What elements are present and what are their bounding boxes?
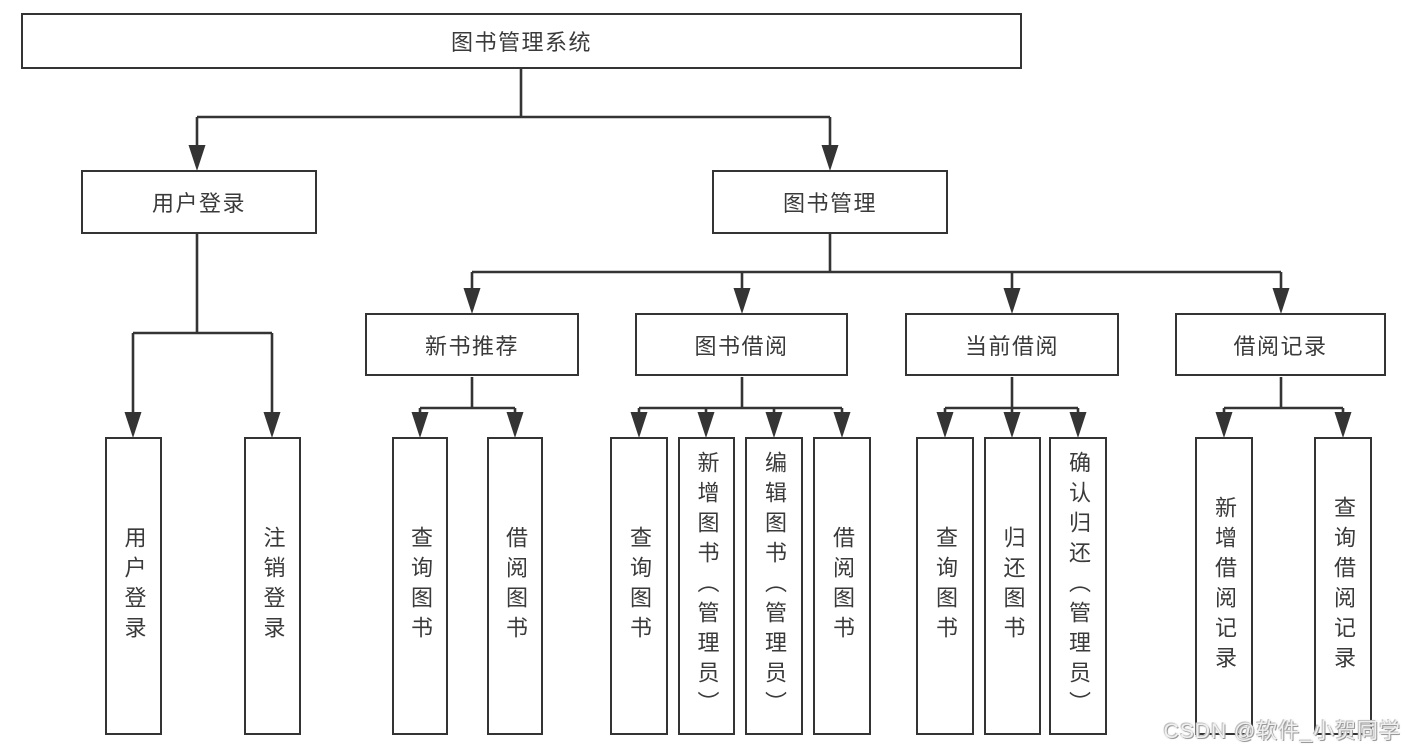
node-new-book-recommend: 新书推荐 xyxy=(365,313,579,376)
leaf-bb-add-book: 新增图书（管理员） xyxy=(678,437,735,735)
leaf-bb-edit-book: 编辑图书（管理员） xyxy=(745,437,803,735)
node-root: 图书管理系统 xyxy=(21,13,1022,69)
leaf-cb-confirm-return-label: 确认归还（管理员） xyxy=(1066,451,1091,721)
node-current-borrow: 当前借阅 xyxy=(905,313,1119,376)
node-current-borrow-label: 当前借阅 xyxy=(964,333,1059,359)
leaf-bb-add-book-label: 新增图书（管理员） xyxy=(694,451,720,721)
node-new-book-recommend-label: 新书推荐 xyxy=(424,333,519,359)
node-borrow-records: 借阅记录 xyxy=(1175,313,1386,376)
leaf-bb-borrow-book-label: 借阅图书 xyxy=(830,526,855,646)
node-user-login-label: 用户登录 xyxy=(151,191,246,216)
node-book-management-label: 图书管理 xyxy=(782,191,877,216)
leaf-cb-confirm-return: 确认归还（管理员） xyxy=(1049,437,1107,735)
leaf-rec-borrow-book: 借阅图书 xyxy=(487,437,543,735)
leaf-cb-query-book-label: 查询图书 xyxy=(933,526,958,646)
leaf-br-add-record: 新增借阅记录 xyxy=(1195,437,1253,735)
leaf-br-query-record: 查询借阅记录 xyxy=(1314,437,1372,735)
leaf-user-login: 用户登录 xyxy=(105,437,162,735)
csdn-watermark: CSDN @软件_小贺同学 xyxy=(1163,720,1401,743)
leaf-cb-return-book: 归还图书 xyxy=(984,437,1041,735)
node-user-login: 用户登录 xyxy=(81,170,317,234)
node-root-label: 图书管理系统 xyxy=(450,30,592,55)
leaf-rec-query-book-label: 查询图书 xyxy=(408,526,433,646)
leaf-rec-borrow-book-label: 借阅图书 xyxy=(503,526,528,646)
leaf-bb-edit-book-label: 编辑图书（管理员） xyxy=(762,451,787,721)
node-book-management: 图书管理 xyxy=(712,170,948,234)
node-book-borrow: 图书借阅 xyxy=(635,313,848,376)
leaf-rec-query-book: 查询图书 xyxy=(392,437,448,735)
node-book-borrow-label: 图书借阅 xyxy=(694,333,789,359)
leaf-cb-return-book-label: 归还图书 xyxy=(1000,526,1026,646)
leaf-logout: 注销登录 xyxy=(244,437,301,735)
node-borrow-records-label: 借阅记录 xyxy=(1233,333,1328,359)
leaf-logout-label: 注销登录 xyxy=(260,526,286,646)
leaf-br-query-record-label: 查询借阅记录 xyxy=(1331,496,1356,676)
leaf-br-add-record-label: 新增借阅记录 xyxy=(1212,496,1237,676)
leaf-bb-borrow-book: 借阅图书 xyxy=(813,437,871,735)
leaf-bb-query-book-label: 查询图书 xyxy=(627,526,652,646)
leaf-cb-query-book: 查询图书 xyxy=(916,437,974,735)
leaf-user-login-label: 用户登录 xyxy=(121,526,147,646)
leaf-bb-query-book: 查询图书 xyxy=(610,437,668,735)
